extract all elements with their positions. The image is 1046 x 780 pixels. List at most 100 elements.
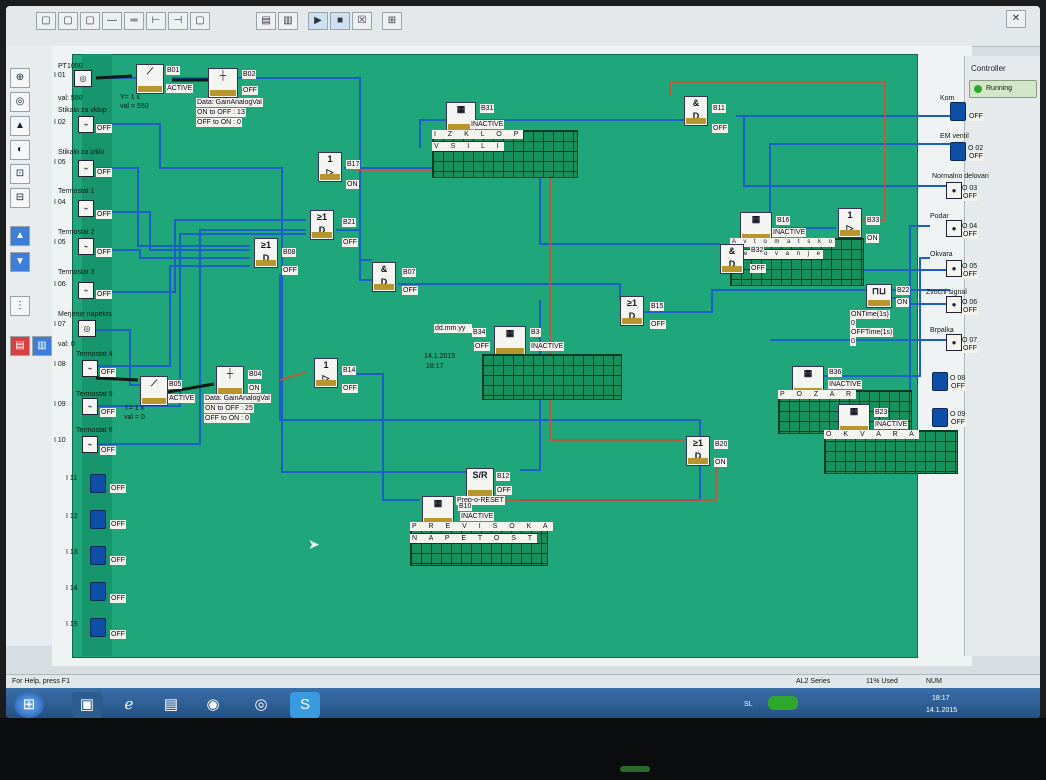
run-icon[interactable]: ▶: [308, 12, 328, 30]
block-label: B36: [828, 368, 843, 377]
block-status: ACTIVE: [168, 394, 196, 403]
tool-button[interactable]: ☒: [352, 12, 372, 30]
block-b02[interactable]: ┼: [208, 68, 238, 98]
block-status: ON: [346, 180, 359, 189]
tool-button[interactable]: ▢: [36, 12, 56, 30]
block-b01[interactable]: ⟋: [136, 64, 164, 94]
tool-icon[interactable]: ⊟: [10, 188, 30, 208]
block-status: OFF: [750, 264, 766, 273]
chrome-icon[interactable]: ◎: [254, 696, 268, 713]
tool-button[interactable]: ⊞: [382, 12, 402, 30]
output-terminal-icon[interactable]: [932, 408, 948, 427]
analog-input-icon[interactable]: ◎: [78, 320, 96, 337]
analog-input-icon[interactable]: ◎: [74, 70, 92, 87]
tool-button[interactable]: ▥: [278, 12, 298, 30]
output-terminal-icon[interactable]: ●: [946, 220, 962, 237]
folder-icon[interactable]: ▤: [163, 696, 179, 713]
output-state: OFF: [962, 192, 978, 201]
not-gate-b17[interactable]: 1▷: [318, 152, 342, 182]
switch-icon[interactable]: ⌁: [78, 282, 94, 299]
clock-time[interactable]: 18:17: [932, 695, 950, 702]
input-terminal-icon[interactable]: [90, 582, 106, 601]
block-label: B08: [282, 248, 297, 257]
switch-icon[interactable]: ⌁: [78, 116, 94, 133]
lang-indicator[interactable]: SL: [744, 701, 753, 708]
left-toolbox: ⊕ ◎ ▲ ◐ ⊡ ⊟ ▲ ▼ ⋮ ▤ ▥: [6, 46, 53, 646]
block-status: INACTIVE: [460, 512, 495, 521]
media-icon[interactable]: ▣: [72, 692, 102, 718]
input-terminal-icon[interactable]: [90, 510, 106, 529]
flicker-block-b22[interactable]: ⊓⊔: [866, 284, 892, 308]
input-state: OFF: [100, 446, 116, 455]
switch-icon[interactable]: ⌁: [78, 238, 94, 255]
display-block-b10[interactable]: ▦: [422, 496, 454, 526]
tool-icon[interactable]: ▤: [10, 336, 30, 356]
block-b05[interactable]: ⟋: [140, 376, 168, 406]
switch-icon[interactable]: ⌁: [82, 436, 98, 453]
block-info: val = 550: [120, 103, 149, 110]
tool-button[interactable]: ▤: [256, 12, 276, 30]
switch-icon[interactable]: ⌁: [78, 160, 94, 177]
output-terminal-icon[interactable]: ●: [946, 260, 962, 277]
input-name: Termostat 1: [58, 188, 95, 195]
tool-button[interactable]: ▢: [80, 12, 100, 30]
tool-button[interactable]: ⊣: [168, 12, 188, 30]
tool-icon[interactable]: ⊡: [10, 164, 30, 184]
reset-block-b12[interactable]: S/R: [466, 468, 494, 498]
input-id: I 01: [54, 72, 66, 79]
close-icon[interactable]: ✕: [1006, 10, 1026, 28]
tool-button[interactable]: —: [102, 12, 122, 30]
stop-icon[interactable]: ■: [330, 12, 350, 30]
tool-button[interactable]: ⊢: [146, 12, 166, 30]
output-terminal-icon[interactable]: [932, 372, 948, 391]
tool-icon[interactable]: ⋮: [10, 296, 30, 316]
skype-icon[interactable]: S: [290, 692, 320, 718]
tray-icon[interactable]: [768, 696, 798, 710]
tool-icon[interactable]: ◐: [10, 140, 30, 160]
not-gate-b14[interactable]: 1▷: [314, 358, 338, 388]
player-icon[interactable]: ◉: [206, 696, 220, 713]
running-indicator[interactable]: Running: [969, 80, 1037, 98]
and-gate-b32[interactable]: &D: [720, 244, 744, 274]
tool-icon[interactable]: ⊕: [10, 68, 30, 88]
switch-icon[interactable]: ⌁: [82, 360, 98, 377]
tool-icon[interactable]: ▲: [10, 226, 30, 246]
tool-icon[interactable]: ◎: [10, 92, 30, 112]
switch-icon[interactable]: ⌁: [82, 398, 98, 415]
output-terminal-icon[interactable]: ●: [946, 182, 962, 199]
tool-icon[interactable]: ▼: [10, 252, 30, 272]
input-state: OFF: [96, 168, 112, 177]
output-terminal-icon[interactable]: [950, 102, 966, 121]
tool-icon[interactable]: ▥: [32, 336, 52, 356]
display-text: A v t o m a t s k o: [730, 238, 836, 247]
display-block-b16[interactable]: ▦: [740, 212, 772, 242]
output-name: Kom: [940, 95, 955, 102]
clock-date[interactable]: 14.1.2015: [926, 707, 958, 714]
display-block-b3[interactable]: ▦: [494, 326, 526, 356]
output-terminal-icon[interactable]: [950, 142, 966, 161]
block-data: 0: [850, 337, 856, 346]
input-terminal-icon[interactable]: [90, 474, 106, 493]
output-terminal-icon[interactable]: ●: [946, 334, 962, 351]
ie-icon[interactable]: ℯ: [124, 696, 134, 713]
not-gate-b33[interactable]: 1▷: [838, 208, 862, 238]
start-icon[interactable]: ⊞: [14, 692, 44, 718]
tool-icon[interactable]: ▲: [10, 116, 30, 136]
and-gate-b07[interactable]: &D: [372, 262, 396, 292]
input-terminal-icon[interactable]: [90, 618, 106, 637]
display-block-b23[interactable]: ▦: [838, 404, 870, 434]
output-id: O 08: [950, 375, 966, 382]
input-terminal-icon[interactable]: [90, 546, 106, 565]
tool-button[interactable]: ═: [124, 12, 144, 30]
input-state: OFF: [110, 630, 126, 639]
switch-icon[interactable]: ⌁: [78, 200, 94, 217]
tool-button[interactable]: ▢: [190, 12, 210, 30]
block-b04[interactable]: ┼: [216, 366, 244, 396]
tool-button[interactable]: ▢: [58, 12, 78, 30]
and-gate-b11[interactable]: &D: [684, 96, 708, 126]
output-terminal-icon[interactable]: ●: [946, 296, 962, 313]
